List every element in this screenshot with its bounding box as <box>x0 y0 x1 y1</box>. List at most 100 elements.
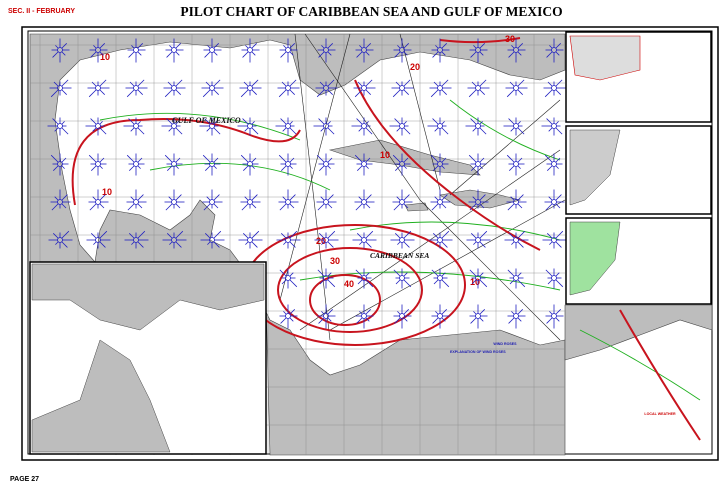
jamaica <box>404 202 429 212</box>
wind-rose-icon <box>51 38 70 63</box>
wind-rose-icon <box>545 304 564 329</box>
wind-rose-icon <box>393 268 412 289</box>
wind-rose-icon <box>313 117 335 136</box>
chart-title: PILOT CHART OF CARIBBEAN SEA AND GULF OF… <box>180 4 563 19</box>
wind-rose-icon <box>317 304 336 329</box>
wind-rose-icon <box>507 304 526 329</box>
wind-rose-icon <box>317 268 336 289</box>
wind-rose-icon <box>391 79 414 98</box>
wind-rose-icon <box>431 304 450 329</box>
wind-rose-icon <box>506 189 527 211</box>
wind-rose-icon <box>352 230 377 249</box>
wind-roses <box>47 38 567 329</box>
wind-rose-icon <box>275 117 297 136</box>
wind-rose-icon <box>429 79 452 98</box>
wind-rose-icon <box>541 117 563 136</box>
wind-rose-icon <box>392 189 413 211</box>
wind-rose-icon <box>316 153 335 176</box>
wind-rose-icon <box>162 230 187 249</box>
wind-rose-icon <box>237 117 259 136</box>
wind-rose-icon <box>88 153 107 176</box>
wind-roses-heading: WIND ROSES <box>493 342 517 346</box>
local-weather-heading: LOCAL WEATHER <box>644 412 676 416</box>
wind-rose-icon <box>125 79 148 98</box>
wind-rose-icon <box>354 153 373 176</box>
contour-label: 10 <box>102 187 112 197</box>
wind-rose-icon <box>393 304 412 329</box>
wind-rose-icon <box>126 189 147 211</box>
contour-30 <box>277 247 423 333</box>
contour-gulf <box>71 118 301 206</box>
wind-rose-icon <box>127 38 146 63</box>
wind-rose-icon <box>465 117 487 136</box>
wind-rose-icon <box>543 79 566 98</box>
wind-rose-icon <box>427 117 449 136</box>
wind-rose-icon <box>48 230 73 249</box>
wind-rose-icon <box>428 230 453 249</box>
wind-rose-icon <box>355 38 374 63</box>
wind-rose-icon <box>163 79 186 98</box>
wind-rose-icon <box>353 79 376 98</box>
wind-rose-icon <box>199 117 221 136</box>
wind-rose-icon <box>505 79 528 98</box>
wind-rose-icon <box>47 117 69 136</box>
wind-rose-icon <box>164 153 183 176</box>
wind-rose-icon <box>466 230 491 249</box>
wind-rose-icon <box>316 189 337 211</box>
wind-rose-icon <box>504 230 529 249</box>
wind-rose-icon <box>279 268 298 289</box>
contour-label: 40 <box>344 279 354 289</box>
wind-rose-icon <box>123 117 145 136</box>
wind-rose-icon <box>278 153 297 176</box>
inset-maps-right <box>565 31 712 305</box>
section-label: SEC. II - FEBRUARY <box>8 8 76 15</box>
north-america-land <box>29 33 566 263</box>
contour-40 <box>309 274 381 326</box>
hispaniola <box>439 189 522 209</box>
contour-label: 10 <box>380 150 390 160</box>
wind-rose-icon <box>161 117 183 136</box>
wind-rose-icon <box>126 153 145 176</box>
wind-rose-icon <box>202 189 223 211</box>
wind-rose-icon <box>279 304 298 329</box>
wind-rose-icon <box>431 38 450 63</box>
wind-rose-icon <box>469 38 488 63</box>
wind-rose-icon <box>392 153 411 176</box>
contour-se <box>619 309 701 441</box>
lat-long-grid <box>30 34 565 455</box>
contour-label: 30 <box>505 34 515 44</box>
wind-rose-icon <box>430 153 449 176</box>
central-south-america-land <box>94 199 566 456</box>
wind-rose-icon <box>164 189 185 211</box>
wind-rose-icon <box>431 268 450 289</box>
wind-rose-icon <box>277 79 300 98</box>
wind-rose-icon <box>545 268 564 289</box>
wind-rose-icon <box>50 153 69 176</box>
wind-rose-icon <box>351 117 373 136</box>
wind-rose-icon <box>542 230 567 249</box>
contour-north <box>439 37 521 44</box>
wind-rose-icon <box>49 79 72 98</box>
wind-rose-icon <box>503 117 525 136</box>
wind-rose-icon <box>85 117 107 136</box>
wind-rose-icon <box>314 230 339 249</box>
wind-rose-icon <box>468 189 489 211</box>
outer-frame <box>21 26 719 461</box>
contour-label: 20 <box>316 236 326 246</box>
wind-rose-icon <box>239 79 262 98</box>
wind-rose-icon <box>240 189 261 211</box>
explanation-heading: EXPLANATION OF WIND ROSES <box>450 350 506 354</box>
wind-rose-icon <box>393 38 412 63</box>
wind-rose-icon <box>87 79 110 98</box>
wind-rose-icon <box>430 189 451 211</box>
wind-rose-icon <box>278 189 299 211</box>
land <box>29 33 713 456</box>
wind-rose-icon <box>544 189 565 211</box>
wind-rose-icon <box>124 230 149 249</box>
wind-rose-icon <box>89 38 108 63</box>
wind-rose-icon <box>467 79 490 98</box>
wind-rose-icon <box>469 304 488 329</box>
wind-rose-icon <box>469 268 488 289</box>
wind-rose-icon <box>315 79 338 98</box>
wind-rose-icon <box>354 189 375 211</box>
